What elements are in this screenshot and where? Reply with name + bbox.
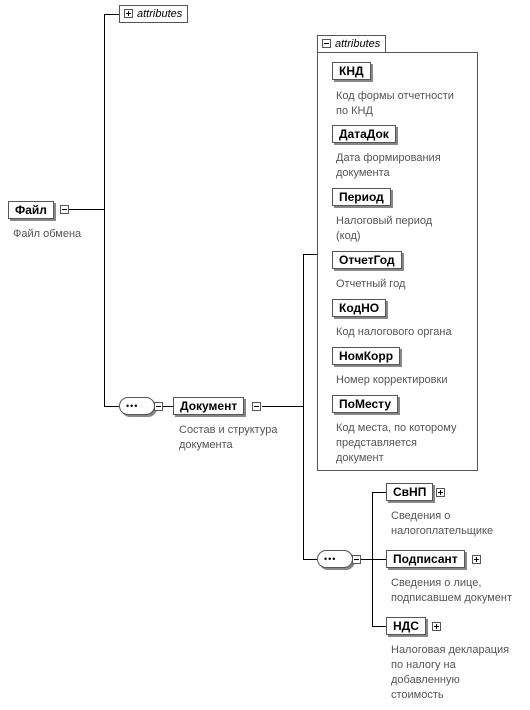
sequence-compositor-icon: ••• (119, 397, 155, 415)
attribute-name: КНД (339, 64, 364, 78)
child-element-name: НДС (393, 619, 419, 633)
collapse-icon[interactable] (154, 402, 163, 411)
child-element-name: Подписант (393, 552, 458, 566)
expand-icon[interactable] (436, 488, 445, 497)
document-element-name: Документ (180, 399, 238, 413)
child-element-name: СвНП (393, 485, 427, 499)
attribute-description: Налоговый период (код) (336, 215, 433, 242)
attribute-name: КодНО (339, 301, 380, 315)
attribute-node-datadok[interactable]: ДатаДок (332, 125, 396, 143)
collapse-icon (322, 38, 331, 48)
child-element-node-svnp[interactable]: СвНП (386, 483, 434, 501)
attribute-name: ДатаДок (339, 127, 389, 141)
root-attributes-tab[interactable]: attributes (119, 5, 189, 23)
document-attributes-label: attributes (335, 38, 381, 50)
collapse-icon[interactable] (252, 402, 261, 411)
root-element-description: Файл обмена (13, 228, 82, 240)
document-element-description: Состав и структура документа (179, 424, 278, 451)
document-element-node[interactable]: Документ (173, 397, 245, 415)
child-element-description: Сведения о лице, подписавшем документ (391, 577, 513, 604)
attribute-name: Период (339, 190, 384, 204)
attribute-node-kodno[interactable]: КодНО (332, 299, 387, 317)
child-element-description: Налоговая декларация по налогу на добавл… (391, 644, 510, 701)
document-attributes-tab[interactable]: attributes (317, 35, 387, 53)
attribute-node-otchetgod[interactable]: ОтчетГод (332, 251, 402, 269)
attribute-node-knd[interactable]: КНД (332, 62, 371, 80)
attribute-name: НомКорр (339, 349, 394, 363)
attribute-node-pomestu[interactable]: ПоМесту (332, 395, 398, 413)
child-element-node-podpisant[interactable]: Подписант (386, 550, 465, 568)
collapse-icon[interactable] (60, 205, 69, 214)
sequence-compositor-icon: ••• (317, 550, 353, 568)
attribute-description: Код налогового органа (336, 326, 452, 338)
expand-icon (124, 8, 133, 18)
root-element-node[interactable]: Файл (8, 201, 54, 219)
child-element-description: Сведения о налогоплательщике (391, 510, 494, 537)
root-attributes-label: attributes (137, 8, 183, 20)
expand-icon[interactable] (472, 555, 481, 564)
attribute-description: Дата формирования документа (336, 152, 441, 179)
attribute-name: ПоМесту (339, 397, 391, 411)
child-element-node-nds[interactable]: НДС (386, 617, 426, 635)
attribute-name: ОтчетГод (339, 253, 395, 267)
attribute-node-nomkorr[interactable]: НомКорр (332, 347, 401, 365)
expand-icon[interactable] (432, 622, 441, 631)
attribute-description: Отчетный год (336, 278, 406, 290)
attribute-description: Номер корректировки (336, 374, 448, 386)
collapse-icon[interactable] (352, 555, 361, 564)
attribute-description: Код формы отчетности по КНД (336, 90, 454, 117)
root-element-name: Файл (15, 203, 47, 217)
attribute-description: Код места, по которому представляется до… (336, 422, 457, 464)
attribute-node-period[interactable]: Период (332, 188, 391, 206)
